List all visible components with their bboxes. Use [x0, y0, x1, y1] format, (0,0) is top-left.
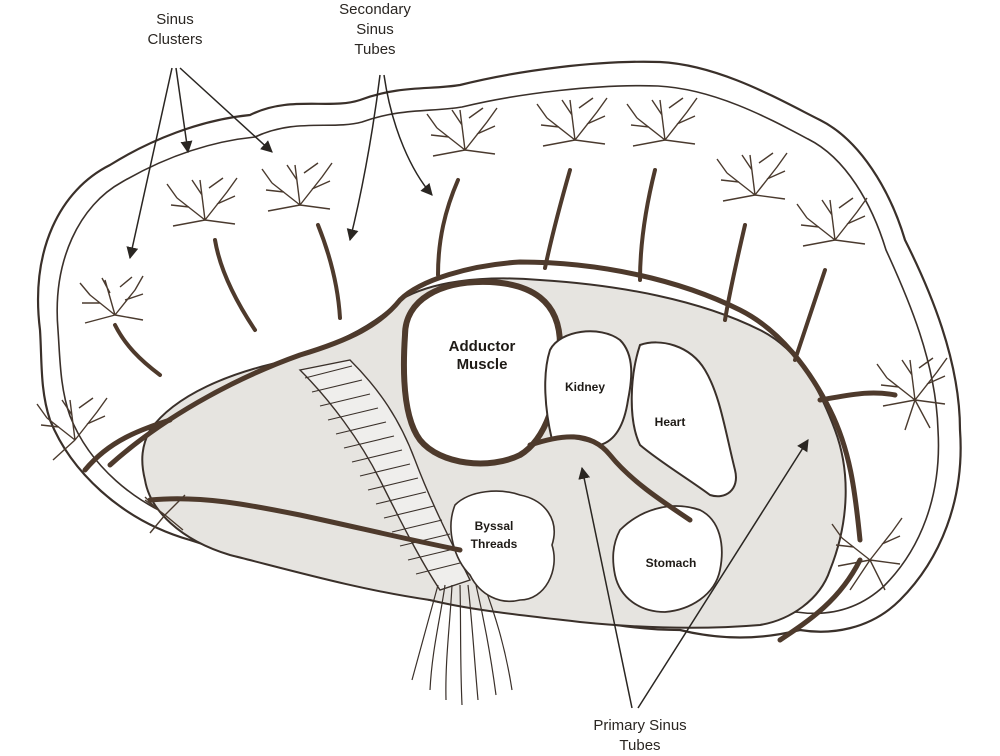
- kidney-text: Kidney: [564, 380, 605, 394]
- cluster-10: [831, 517, 903, 591]
- byssal-line1: Byssal: [474, 519, 514, 533]
- label-sinus-clusters: Sinus Clusters: [130, 10, 220, 50]
- cluster-6: [626, 97, 698, 147]
- label-sinus-clusters-line2: Clusters: [147, 31, 203, 48]
- organ-label-heart: Heart: [645, 413, 695, 431]
- organ-label-adductor-muscle: Adductor Muscle: [430, 338, 534, 374]
- arrow-secondary-tubes-2: [383, 74, 433, 196]
- cluster-12: [144, 494, 186, 534]
- byssal-line2: Threads: [470, 537, 518, 551]
- label-secondary-line2: Sinus: [356, 21, 394, 38]
- cluster-1: [79, 275, 144, 324]
- primary-sinus-tubes: [82, 259, 898, 643]
- arrow-secondary-tubes-1: [346, 74, 381, 242]
- organ-label-kidney: Kidney: [555, 378, 615, 396]
- kidney-shape: [544, 330, 633, 447]
- byssal-threads-region: [450, 490, 555, 602]
- cluster-5: [536, 97, 608, 147]
- label-secondary-sinus-tubes: Secondary Sinus Tubes: [325, 0, 425, 60]
- organ-label-byssal-threads: Byssal Threads: [462, 517, 526, 553]
- heart-text: Heart: [654, 415, 686, 429]
- label-sinus-clusters-line1: Sinus: [156, 11, 194, 28]
- adductor-line2: Muscle: [456, 356, 508, 373]
- heart-shape: [630, 341, 737, 498]
- arrow-sinus-clusters-1: [126, 67, 173, 260]
- cluster-9: [876, 357, 948, 431]
- label-primary-line1: Primary Sinus: [593, 717, 687, 734]
- arrow-primary-tubes-1: [578, 466, 633, 709]
- adductor-line1: Adductor: [448, 338, 516, 355]
- cluster-3: [261, 162, 333, 212]
- foot-ribs: [298, 359, 471, 591]
- cluster-2: [166, 177, 238, 227]
- arrow-sinus-clusters-3: [179, 67, 273, 153]
- label-primary-line2: Tubes: [619, 737, 661, 754]
- label-primary-sinus-tubes: Primary Sinus Tubes: [570, 716, 710, 756]
- cluster-4: [426, 107, 498, 157]
- cluster-11: [36, 397, 108, 461]
- label-secondary-line1: Secondary: [339, 1, 411, 18]
- arrow-primary-tubes-2: [637, 438, 809, 709]
- cluster-7: [716, 152, 788, 202]
- label-arrows: [126, 67, 809, 709]
- label-secondary-line3: Tubes: [354, 41, 396, 58]
- secondary-sinus-tubes: [113, 168, 827, 377]
- arrow-sinus-clusters-2: [175, 67, 193, 154]
- sinus-clusters: [36, 97, 948, 591]
- cluster-8: [796, 197, 868, 247]
- stomach-text: Stomach: [645, 556, 697, 570]
- stomach-shape: [612, 505, 723, 613]
- organ-label-stomach: Stomach: [636, 554, 706, 572]
